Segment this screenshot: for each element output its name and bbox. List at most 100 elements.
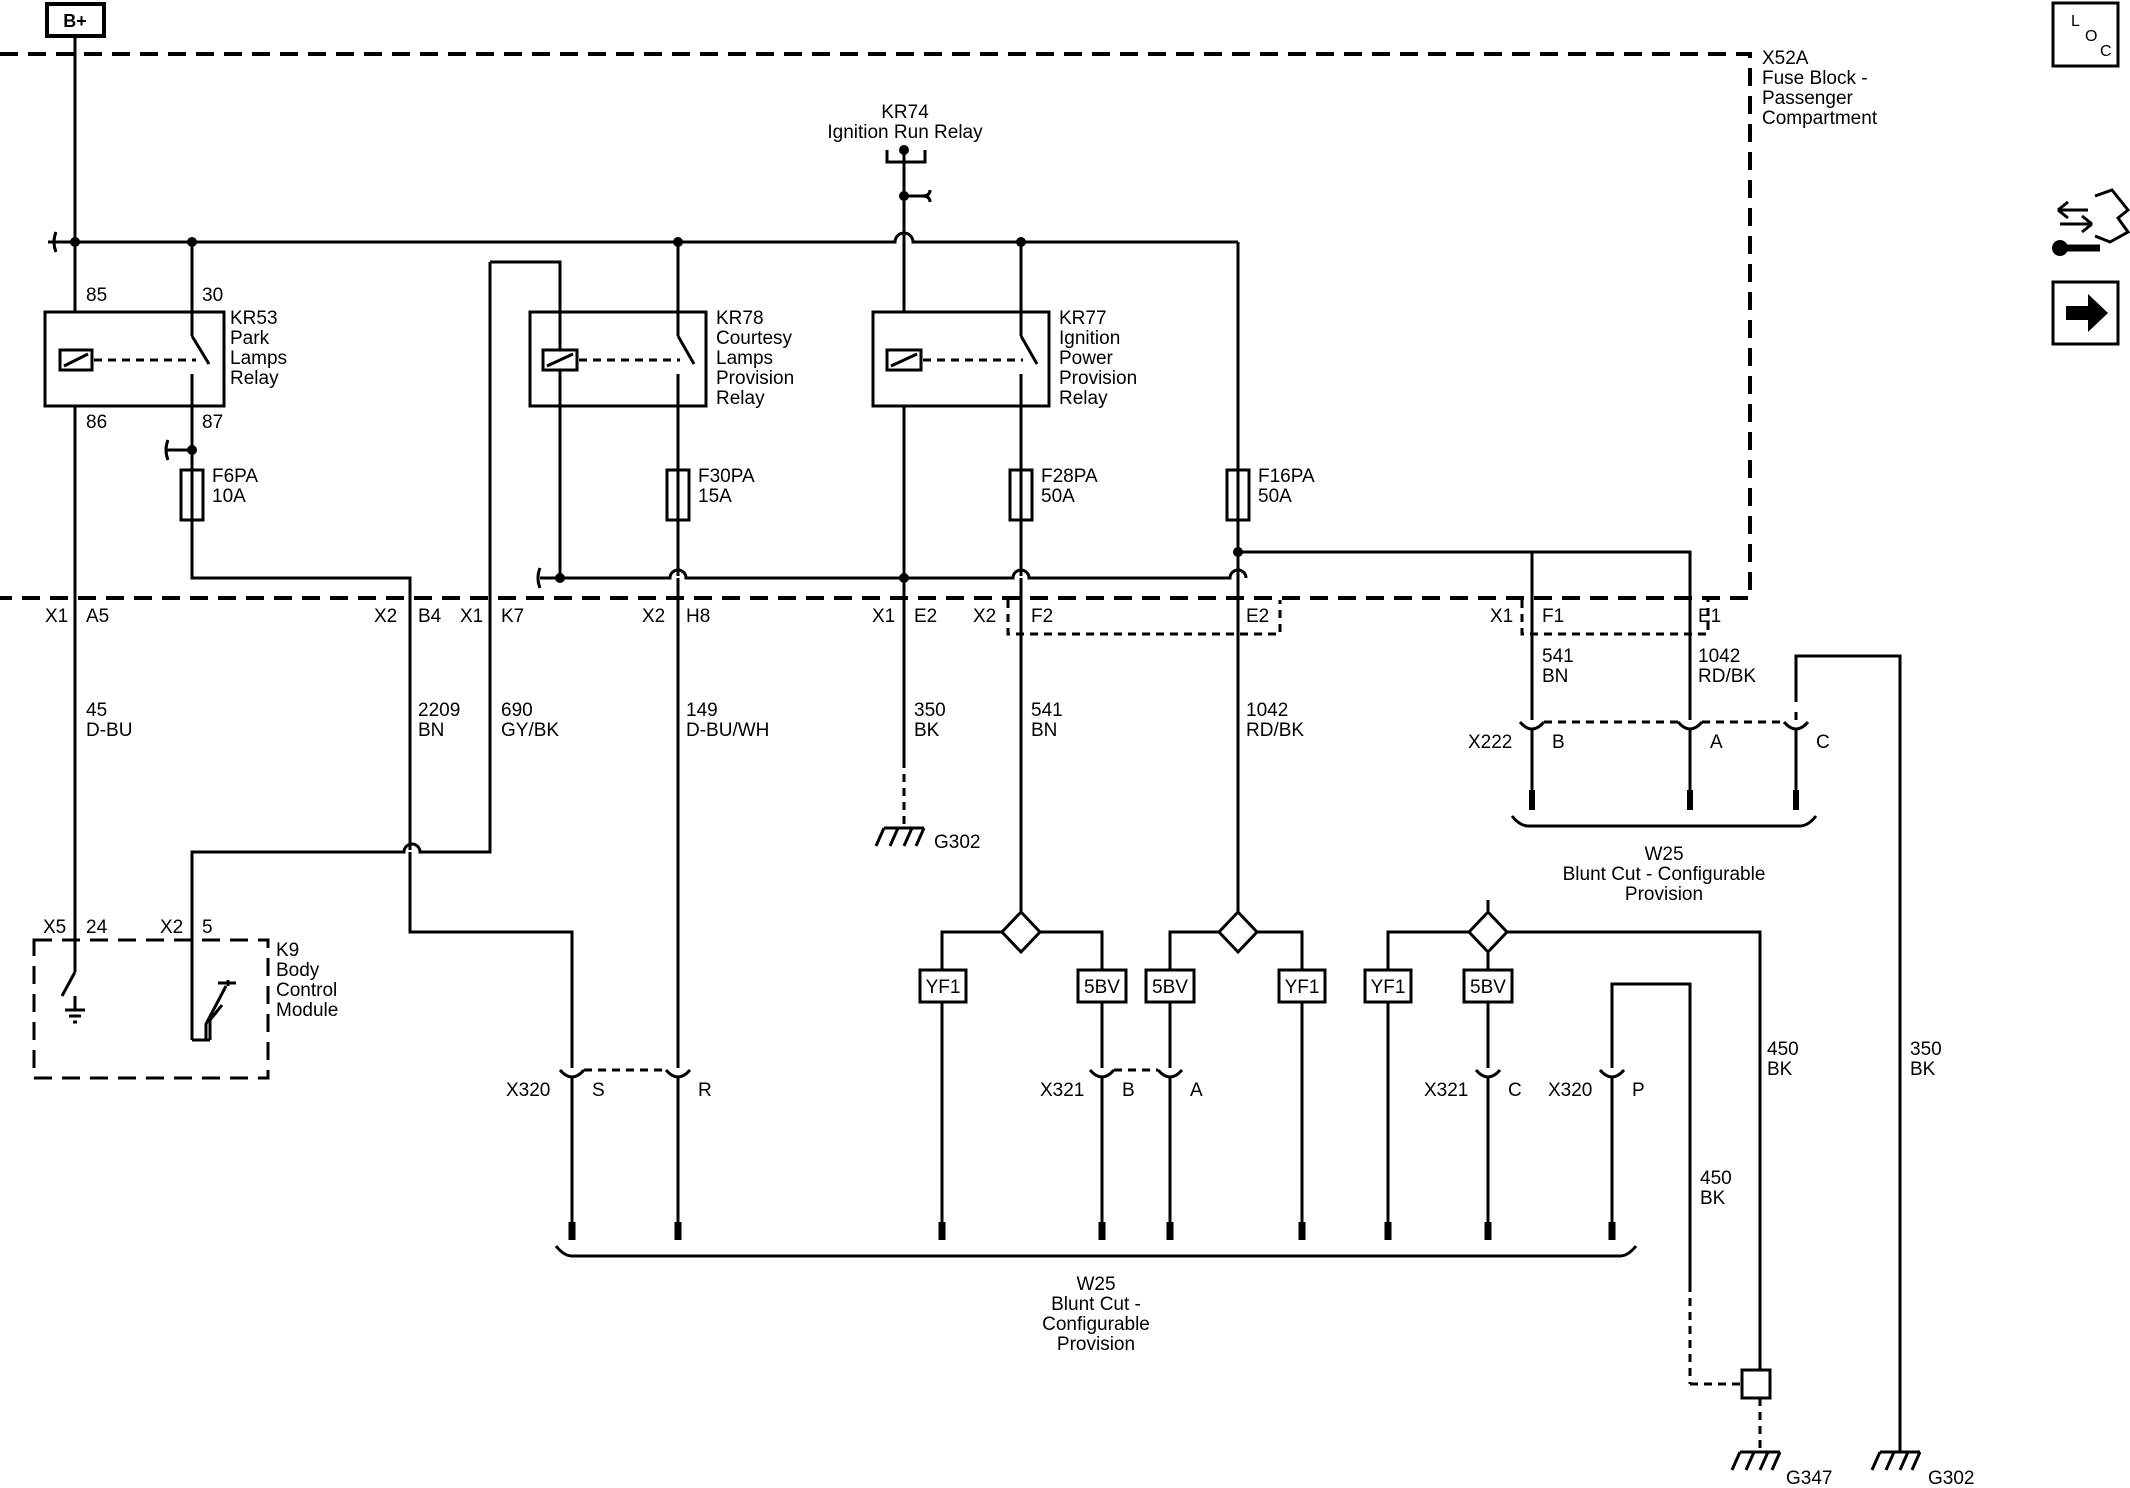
kr77-line-4: Relay	[1059, 388, 1108, 409]
ignition-run-relay: KR74 Ignition Run Relay	[827, 102, 983, 238]
x222-connector: X222 B A C	[1468, 654, 1902, 1452]
bcm-line-3: Module	[276, 1000, 338, 1021]
bcm-pin-num-1: 5	[202, 917, 213, 938]
pin-num-7: F1	[1542, 606, 1564, 627]
kr78-line-2: Lamps	[716, 348, 773, 369]
circuit-color-9: BK	[1767, 1059, 1793, 1080]
kr53-id: KR53	[230, 308, 278, 329]
f28pa-id: F28PA	[1041, 466, 1098, 487]
connector-service-icon[interactable]	[2052, 188, 2130, 256]
circuit-color-2: GY/BK	[501, 720, 559, 741]
circuit-color-1: BN	[418, 720, 444, 741]
lower-conn-pin-0: S	[592, 1080, 605, 1101]
pin-conn-4: X1	[872, 606, 895, 627]
w25-lower-line-2: Blunt Cut -	[1051, 1294, 1141, 1315]
circuit-color-4: BK	[914, 720, 940, 741]
option-code-2: 5BV	[1152, 977, 1188, 998]
kr53-line-1: Park	[230, 328, 270, 349]
w25-lower-line-1: W25	[1076, 1274, 1115, 1295]
circuit-num-4: 350	[914, 700, 946, 721]
relay-kr77: KR77 Ignition Power Provision Relay	[871, 242, 1137, 576]
pin-conn-3: X2	[642, 606, 665, 627]
bcm-pin-conn-0: X5	[43, 917, 66, 938]
lower-conn-pin-2: B	[1122, 1080, 1135, 1101]
kr53-line-2: Lamps	[230, 348, 287, 369]
circuit-num-11: 350	[1910, 1039, 1942, 1060]
option-code-5: 5BV	[1470, 977, 1506, 998]
circuit-color-11: BK	[1910, 1059, 1936, 1080]
circuit-color-0: D-BU	[86, 720, 132, 741]
f28pa-rating: 50A	[1041, 486, 1075, 507]
x222-pin-b: B	[1552, 732, 1565, 753]
kr53-line-3: Relay	[230, 368, 279, 389]
circuit-color-6: RD/BK	[1246, 720, 1304, 741]
ground-label-1: G347	[1786, 1468, 1832, 1488]
circuit-num-2: 690	[501, 700, 533, 721]
w25-upper-line-2: Blunt Cut - Configurable	[1563, 864, 1766, 885]
ground-g347: G347	[1730, 1450, 1832, 1488]
fuse-block-boundary	[0, 52, 1752, 600]
w25-upper-line-3: Provision	[1625, 884, 1703, 905]
option-code-1: 5BV	[1084, 977, 1120, 998]
option-code-3: YF1	[1285, 977, 1320, 998]
circuit-num-8: 1042	[1698, 646, 1740, 667]
w25-upper-label: W25 Blunt Cut - Configurable Provision	[1563, 844, 1766, 905]
relay-kr78: KR78 Courtesy Lamps Provision Relay	[490, 242, 794, 580]
lower-conn-id-4: X321	[1424, 1080, 1468, 1101]
kr74-name: Ignition Run Relay	[827, 122, 983, 143]
locator-letter-c: C	[2100, 43, 2112, 60]
next-page-arrow-icon[interactable]	[2051, 280, 2120, 346]
x222-id: X222	[1468, 732, 1512, 753]
circuit-color-3: D-BU/WH	[686, 720, 769, 741]
bcm-id: K9	[276, 940, 299, 961]
locator-icon[interactable]: L O C	[2051, 1, 2120, 68]
bcm-pin-conn-1: X2	[160, 917, 183, 938]
pin-conn-2: X1	[460, 606, 483, 627]
locator-letter-o: O	[2085, 28, 2097, 45]
fuse-block-line-3: Compartment	[1762, 108, 1878, 129]
f30pa-id: F30PA	[698, 466, 755, 487]
battery-terminal: B+	[45, 2, 106, 54]
f30pa-rating: 15A	[698, 486, 732, 507]
w25-lower-line-4: Provision	[1057, 1334, 1135, 1355]
x222-pin-a: A	[1710, 732, 1723, 753]
kr53-pin-86: 86	[86, 412, 107, 433]
lower-conn-pin-4: C	[1508, 1080, 1522, 1101]
circuit-num-1: 2209	[418, 700, 460, 721]
kr77-line-3: Provision	[1059, 368, 1137, 389]
kr78-id: KR78	[716, 308, 764, 329]
fuse-f6pa: F6PA 10A	[179, 466, 258, 522]
w25-lower-line-3: Configurable	[1042, 1314, 1150, 1335]
ground-g302-lower: G302	[1870, 1450, 1974, 1488]
pin-conn-0: X1	[45, 606, 68, 627]
circuit-num-5: 541	[1031, 700, 1063, 721]
ground-g302-upper: G302	[874, 826, 980, 853]
circuit-color-7: BN	[1542, 666, 1568, 687]
locator-letter-l: L	[2071, 13, 2080, 30]
lower-conn-pin-5: P	[1632, 1080, 1645, 1101]
option-box-yf1-2: YF1	[1277, 968, 1327, 1004]
lower-connectors: X320 S R X321 B A X321 C X320 P	[506, 1060, 1645, 1101]
circuit-color-8: RD/BK	[1698, 666, 1756, 687]
circuit-num-7: 541	[1542, 646, 1574, 667]
ground-label-2: G302	[1928, 1468, 1974, 1488]
kr78-line-3: Provision	[716, 368, 794, 389]
f6pa-id: F6PA	[212, 466, 258, 487]
option-box-yf1-1: YF1	[918, 968, 968, 1004]
fuse-block-line-2: Passenger	[1762, 88, 1854, 109]
circuit-num-9: 450	[1767, 1039, 1799, 1060]
kr53-pin-87: 87	[202, 412, 223, 433]
circuit-num-0: 45	[86, 700, 107, 721]
lower-conn-id-0: X320	[506, 1080, 550, 1101]
kr77-id: KR77	[1059, 308, 1107, 329]
x222-pin-c: C	[1816, 732, 1830, 753]
circuit-labels: 45 D-BU 2209 BN 690 GY/BK 149 D-BU/WH 35…	[86, 646, 1942, 1209]
fuse-block-id: X52A	[1762, 48, 1809, 69]
pin-num-0: A5	[86, 606, 109, 627]
kr78-line-1: Courtesy	[716, 328, 793, 349]
f16pa-id: F16PA	[1258, 466, 1315, 487]
circuit-num-3: 149	[686, 700, 718, 721]
fuse-block-label: X52A Fuse Block - Passenger Compartment	[1762, 48, 1878, 129]
kr53-pin-30: 30	[202, 285, 223, 306]
bcm-line-2: Control	[276, 980, 337, 1001]
